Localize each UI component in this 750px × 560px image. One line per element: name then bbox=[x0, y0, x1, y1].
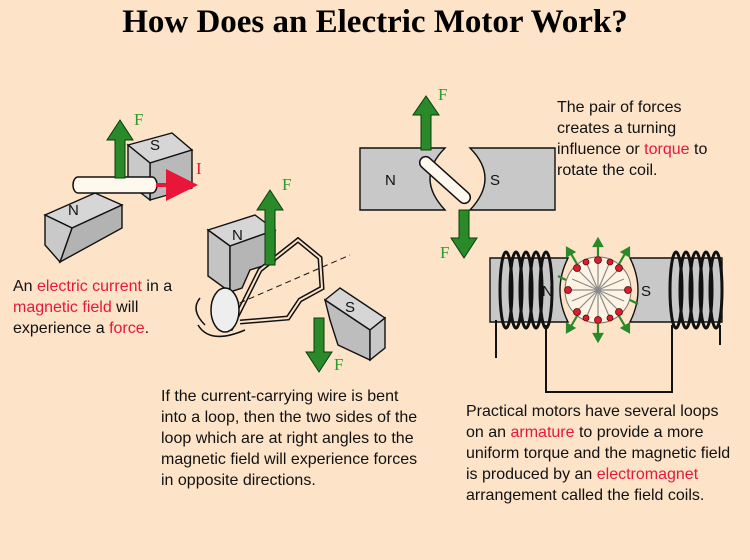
south-pole-label: S bbox=[641, 283, 651, 300]
diagram-torque: N S F F bbox=[359, 85, 556, 262]
caption-text: arrangement called the field coils. bbox=[466, 487, 705, 504]
caption-text: to rotate the coil. bbox=[557, 141, 708, 179]
highlighted-term: force bbox=[109, 320, 145, 337]
highlighted-term: electric current bbox=[37, 278, 142, 295]
force-label: F bbox=[440, 243, 449, 262]
page-title: How Does an Electric Motor Work? bbox=[122, 4, 628, 40]
caption-text: The pair of forces creates a turning inf… bbox=[557, 99, 682, 158]
north-pole-label: N bbox=[542, 283, 553, 300]
north-pole-label: N bbox=[385, 172, 396, 189]
current-label: I bbox=[196, 159, 202, 178]
caption-text: . bbox=[144, 320, 150, 337]
south-pole-label: S bbox=[345, 299, 355, 316]
highlighted-term: torque bbox=[644, 141, 690, 158]
diagram-wire-in-field: S N I F bbox=[43, 110, 202, 264]
highlighted-term: armature bbox=[510, 424, 575, 441]
caption-text: to provide a more uniform torque and the… bbox=[466, 424, 731, 483]
diagram-coil-loop: N S F F bbox=[195, 175, 387, 374]
caption-practical-motors: Practical motors have several loops on a… bbox=[466, 401, 738, 506]
force-label: F bbox=[334, 355, 343, 374]
force-label: F bbox=[282, 175, 291, 194]
caption-text: An bbox=[13, 278, 38, 295]
highlighted-term: electromagnet bbox=[596, 466, 699, 483]
south-pole-label: S bbox=[490, 172, 500, 189]
caption-loop-forces: If the current-carrying wire is bent int… bbox=[161, 388, 418, 489]
caption-text: will experience a bbox=[13, 299, 139, 337]
caption-electric-current: An electric current in a magnetic field … bbox=[13, 276, 173, 339]
caption-text: in a bbox=[141, 278, 173, 295]
highlighted-term: magnetic field bbox=[13, 299, 112, 316]
force-label: F bbox=[134, 110, 143, 129]
north-pole-label: N bbox=[68, 202, 79, 219]
force-label: F bbox=[438, 85, 447, 104]
caption-torque: The pair of forces creates a turning inf… bbox=[557, 97, 735, 181]
diagram-armature: N S bbox=[489, 236, 724, 393]
south-pole-label: S bbox=[150, 137, 160, 154]
caption-text: Practical motors have several loops on a… bbox=[466, 403, 719, 441]
north-pole-label: N bbox=[232, 227, 243, 244]
